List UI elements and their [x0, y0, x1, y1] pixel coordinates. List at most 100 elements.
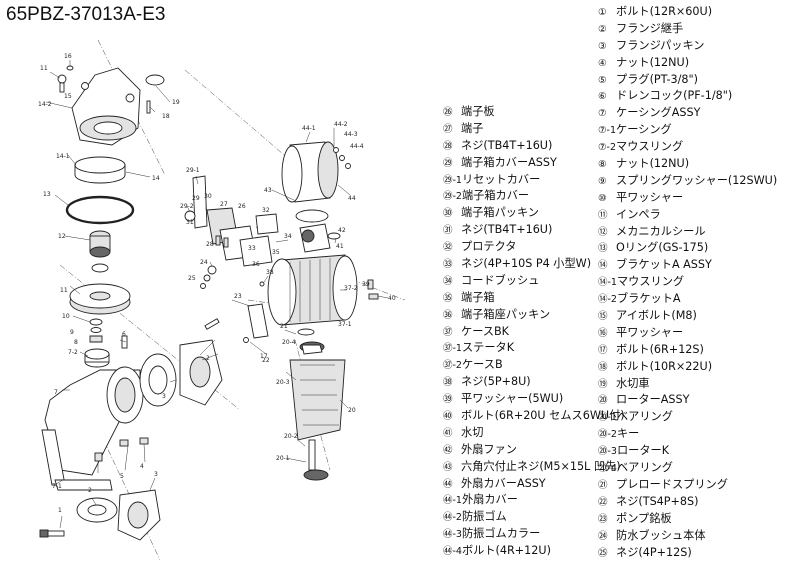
part-number: ㊱ — [443, 309, 453, 321]
part-name: ネジ(TB4T+16U) — [461, 223, 553, 237]
callout-2b: 2 — [88, 487, 92, 494]
nameplate — [247, 303, 269, 339]
part-number: ㉒ — [598, 496, 608, 508]
part-name: ローターK — [616, 444, 670, 458]
callout-19: 19 — [172, 99, 180, 106]
part-list-item: ㊹-4ボルト(4R+12U) — [443, 543, 625, 560]
part-number: ① — [598, 7, 607, 18]
mechanical-seal — [89, 230, 111, 273]
part-number: ⑨ — [598, 175, 607, 187]
callout-29-2: 29-2 — [180, 203, 194, 210]
part-number: ㊲ — [443, 326, 453, 338]
part-number: ㉘ — [443, 140, 453, 152]
part-number: ⑫ — [598, 226, 608, 238]
slinger — [145, 74, 165, 86]
callout-9: 9 — [70, 329, 74, 336]
part-name: インペラ — [616, 207, 661, 221]
part-name: コードブッシュ — [461, 273, 540, 287]
part-number: ㊷ — [443, 444, 453, 456]
part-list-item: ㊲-1ステータK — [443, 340, 625, 357]
part-name: Oリング(GS-175) — [616, 241, 709, 255]
part-name: プレロードスプリング — [616, 477, 728, 491]
callout-6: 6 — [122, 331, 126, 338]
part-name: ブラケットA — [616, 292, 681, 306]
part-name: ドレンコック(PF-1/8") — [616, 89, 733, 103]
screw-38 — [259, 281, 265, 287]
bolt-4a — [119, 439, 129, 447]
part-number: ③ — [598, 40, 607, 52]
part-name: マウスリング — [616, 140, 684, 154]
part-name: 外扇カバーASSY — [461, 476, 546, 490]
part-number: ㉗ — [443, 123, 453, 135]
part-number: ⑰ — [598, 344, 608, 356]
callout-13: 13 — [43, 191, 51, 198]
part-number: ㊴ — [443, 394, 453, 406]
part-name: ナット(12NU) — [616, 55, 690, 69]
part-number: ㉙-1 — [443, 174, 462, 186]
part-name: 外扇カバー — [461, 493, 518, 507]
washer-10 — [89, 318, 103, 326]
plug-5 — [94, 452, 103, 462]
part-name: 防水ブッシュ本体 — [616, 528, 706, 542]
impeller — [69, 283, 131, 315]
callout-34: 34 — [284, 233, 292, 240]
part-number: ㊹-1 — [443, 495, 462, 507]
part-number: ㉞ — [443, 275, 453, 287]
callout-29-1: 29-1 — [186, 167, 200, 174]
callout-1: 1 — [58, 507, 62, 514]
part-number: ⑬ — [598, 243, 608, 255]
part-number: ⑲ — [598, 378, 608, 390]
callout-26: 26 — [238, 203, 246, 210]
part-number: ㉔ — [598, 530, 608, 542]
callout-15: 15 — [64, 93, 72, 100]
part-list-item: ㉙-2端子箱カバー — [443, 188, 625, 205]
part-number: ㊲-2 — [443, 360, 462, 372]
part-name: ポンプ銘板 — [616, 511, 672, 525]
part-number: ㉛ — [443, 225, 453, 237]
part-name: プロテクタ — [461, 240, 517, 254]
callout-10: 10 — [62, 313, 70, 320]
part-number: ㉖ — [443, 107, 453, 118]
callout-37-2: 37-2 — [344, 285, 358, 292]
callout-11: 11 — [40, 65, 48, 72]
part-name: ネジ(TS4P+8S) — [616, 494, 699, 508]
callout-22: 22 — [262, 357, 270, 364]
callout-31: 31 — [186, 219, 194, 226]
flange-upper — [139, 339, 223, 407]
callout-2: 2 — [206, 355, 210, 362]
part-name: ケースBK — [461, 324, 510, 338]
part-name: プラグ(PT-3/8") — [616, 72, 699, 86]
callout-36: 36 — [252, 261, 260, 268]
part-number: ㉟ — [443, 292, 453, 304]
o-ring — [65, 195, 135, 225]
bolt-right — [204, 318, 220, 330]
part-list-item: ⑳-3ローターK — [598, 443, 777, 460]
part-list-item: ㉙-1リセットカバー — [443, 172, 625, 189]
part-number: ⑦ — [598, 108, 607, 120]
part-name: ローターASSY — [616, 393, 690, 407]
callout-21: 21 — [280, 323, 288, 330]
part-name: ボルト(4R+12U) — [461, 544, 551, 558]
part-name: 端子箱カバー — [461, 189, 530, 203]
part-name: ステータK — [461, 341, 515, 355]
part-name: マウスリング — [616, 275, 685, 289]
terminal-box-group — [184, 175, 279, 289]
callout-8: 8 — [74, 339, 78, 346]
part-list-item: ⑭-1マウスリング — [598, 274, 777, 291]
part-number: ㊹-3 — [443, 529, 462, 541]
part-name: 端子板 — [461, 105, 495, 118]
part-list-item: ⑳-4ベアリング — [598, 460, 777, 477]
part-number: ⑪ — [598, 209, 608, 221]
